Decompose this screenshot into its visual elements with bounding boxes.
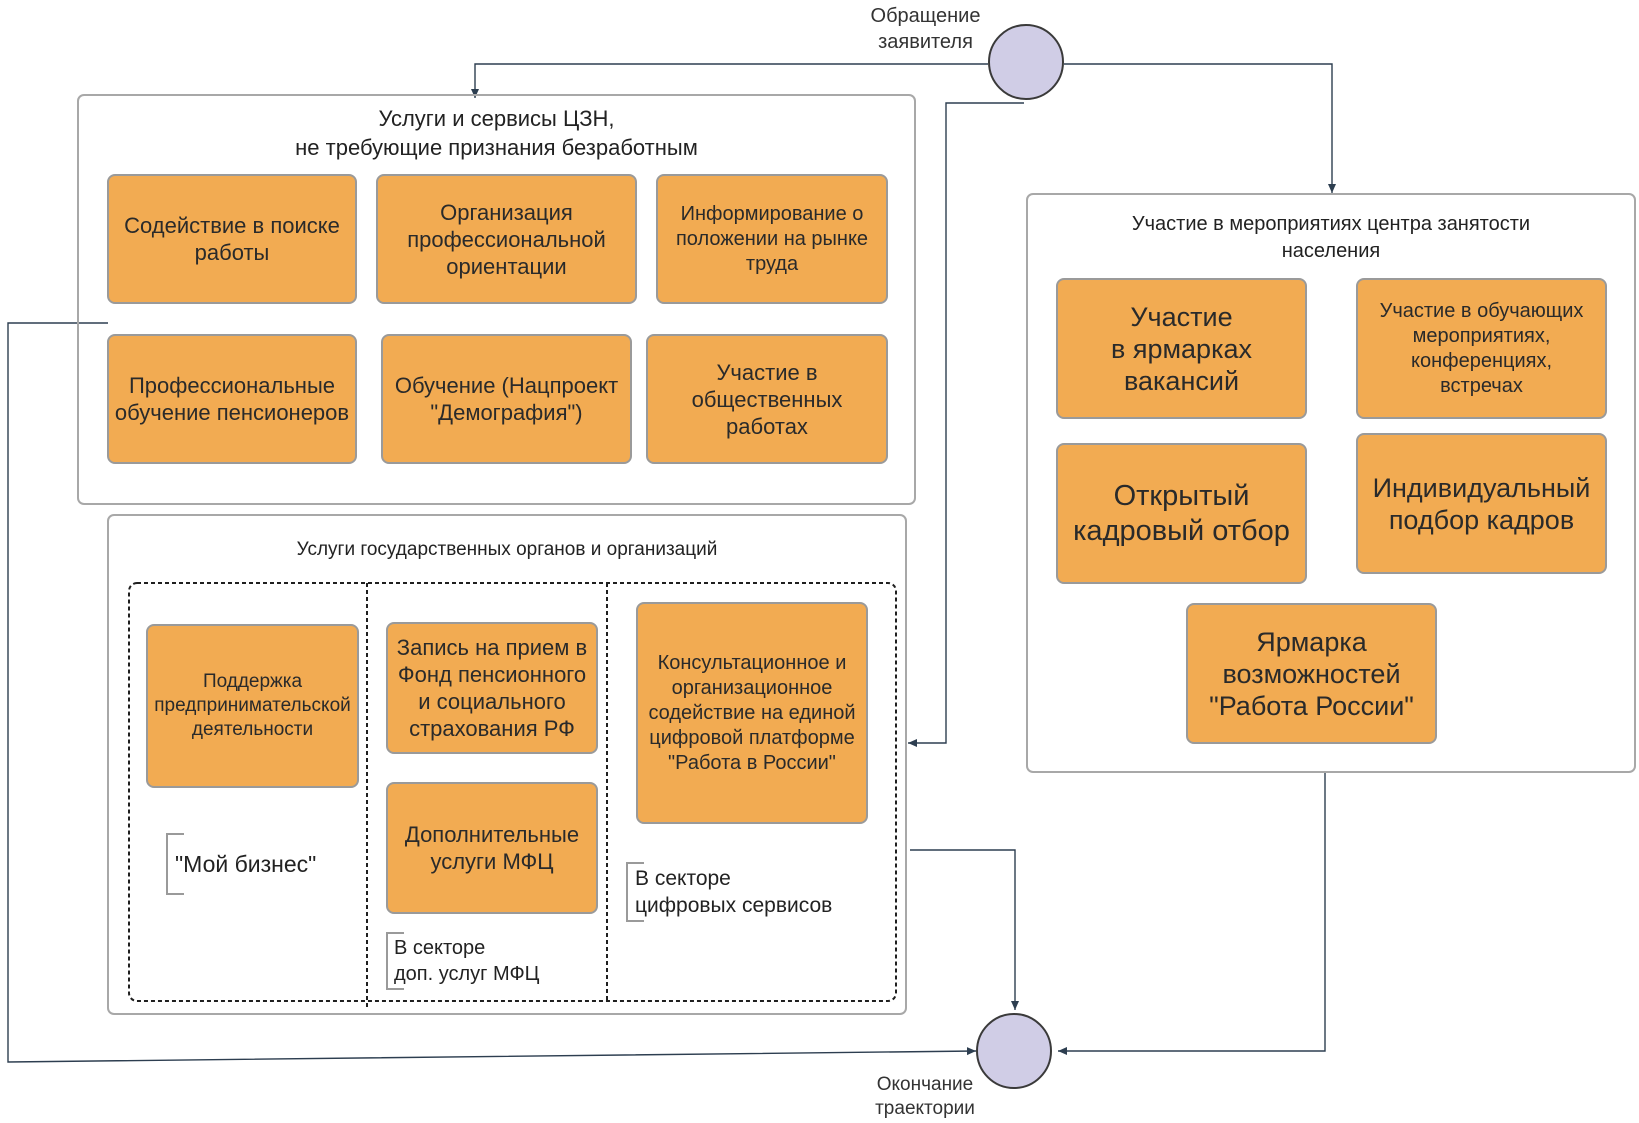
arrow-gov-to-end — [910, 849, 1019, 1010]
arrow-events-to-end — [1058, 772, 1326, 1055]
digital-note: В секторе цифровых сервисов — [635, 867, 833, 917]
end-node-label: Окончание траектории — [875, 1074, 975, 1119]
czn-item-pensioner-training[interactable]: Профессиональные обучение пенсионеров — [107, 334, 357, 464]
czn-item-career-guidance[interactable]: Организация профессиональной ориентации — [376, 174, 637, 304]
arrow-czn-to-end — [7, 322, 977, 1063]
czn-item-public-works[interactable]: Участие в общественных работах — [646, 334, 888, 464]
gov-item-mfc-services[interactable]: Дополнительные услуги МФЦ — [386, 782, 598, 914]
czn-item-demography-training[interactable]: Обучение (Нацпроект "Демография") — [381, 334, 632, 464]
mfc-note-bracket — [386, 932, 404, 990]
czn-item-labor-market-info[interactable]: Информирование о положении на рынке труд… — [656, 174, 888, 304]
mfc-note: В секторе доп. услуг МФЦ — [394, 937, 540, 985]
digital-note-bracket — [626, 862, 644, 922]
business-note: "Мой бизнес" — [175, 851, 317, 877]
event-item-training-events[interactable]: Участие в обучающих мероприятиях, конфер… — [1356, 278, 1607, 419]
events-panel-title: Участие в мероприятиях центра занятости … — [1131, 213, 1531, 262]
gov-services-panel: Услуги государственных органов и организ… — [107, 514, 907, 1015]
business-note-bracket — [166, 833, 184, 895]
event-item-opportunity-fair[interactable]: Ярмарка возможностей "Работа России" — [1186, 603, 1437, 744]
event-item-open-recruitment[interactable]: Открытый кадровый отбор — [1056, 443, 1307, 584]
gov-panel-title: Услуги государственных органов и организ… — [296, 539, 718, 560]
czn-events-panel: Участие в мероприятиях центра занятости … — [1026, 193, 1636, 773]
gov-item-pension-fund[interactable]: Запись на прием в Фонд пенсионного и соц… — [386, 622, 598, 754]
end-node-circle[interactable] — [976, 1013, 1052, 1089]
czn-item-job-search[interactable]: Содействие в поиске работы — [107, 174, 357, 304]
arrow-start-to-czn — [471, 63, 988, 98]
event-item-job-fairs[interactable]: Участие в ярмарках вакансий — [1056, 278, 1307, 419]
event-item-individual-recruitment[interactable]: Индивидуальный подбор кадров — [1356, 433, 1607, 574]
gov-dashed-group — [128, 582, 897, 1002]
start-node-label: Обращение заявителя — [870, 5, 981, 53]
arrow-start-to-gov — [908, 102, 1024, 747]
gov-item-business-support[interactable]: Поддержка предпринимательской деятельнос… — [146, 624, 359, 788]
czn-panel-title: Услуги и сервисы ЦЗН, не требующие призн… — [295, 106, 698, 160]
czn-services-panel: Услуги и сервисы ЦЗН, не требующие призн… — [77, 94, 916, 505]
arrow-start-to-events — [1064, 63, 1336, 193]
gov-item-digital-platform[interactable]: Консультационное и организационное содей… — [636, 602, 868, 824]
start-node-circle[interactable] — [988, 24, 1064, 100]
